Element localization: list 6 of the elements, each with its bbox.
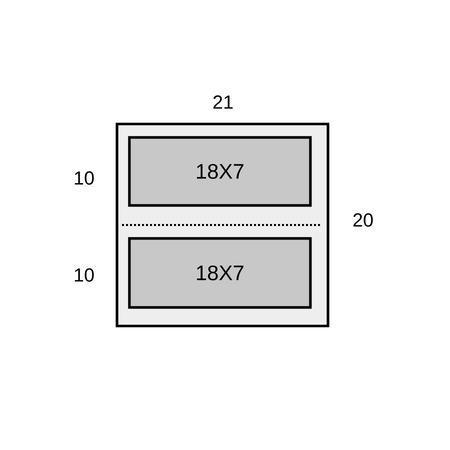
dimension-label: 20 (353, 213, 373, 227)
inner-box: 18X7 (128, 136, 312, 207)
dimension-label: 10 (74, 171, 94, 185)
inner-box: 18X7 (128, 237, 312, 309)
dimension-label: 10 (74, 268, 94, 282)
dimension-label: 21 (213, 95, 233, 109)
